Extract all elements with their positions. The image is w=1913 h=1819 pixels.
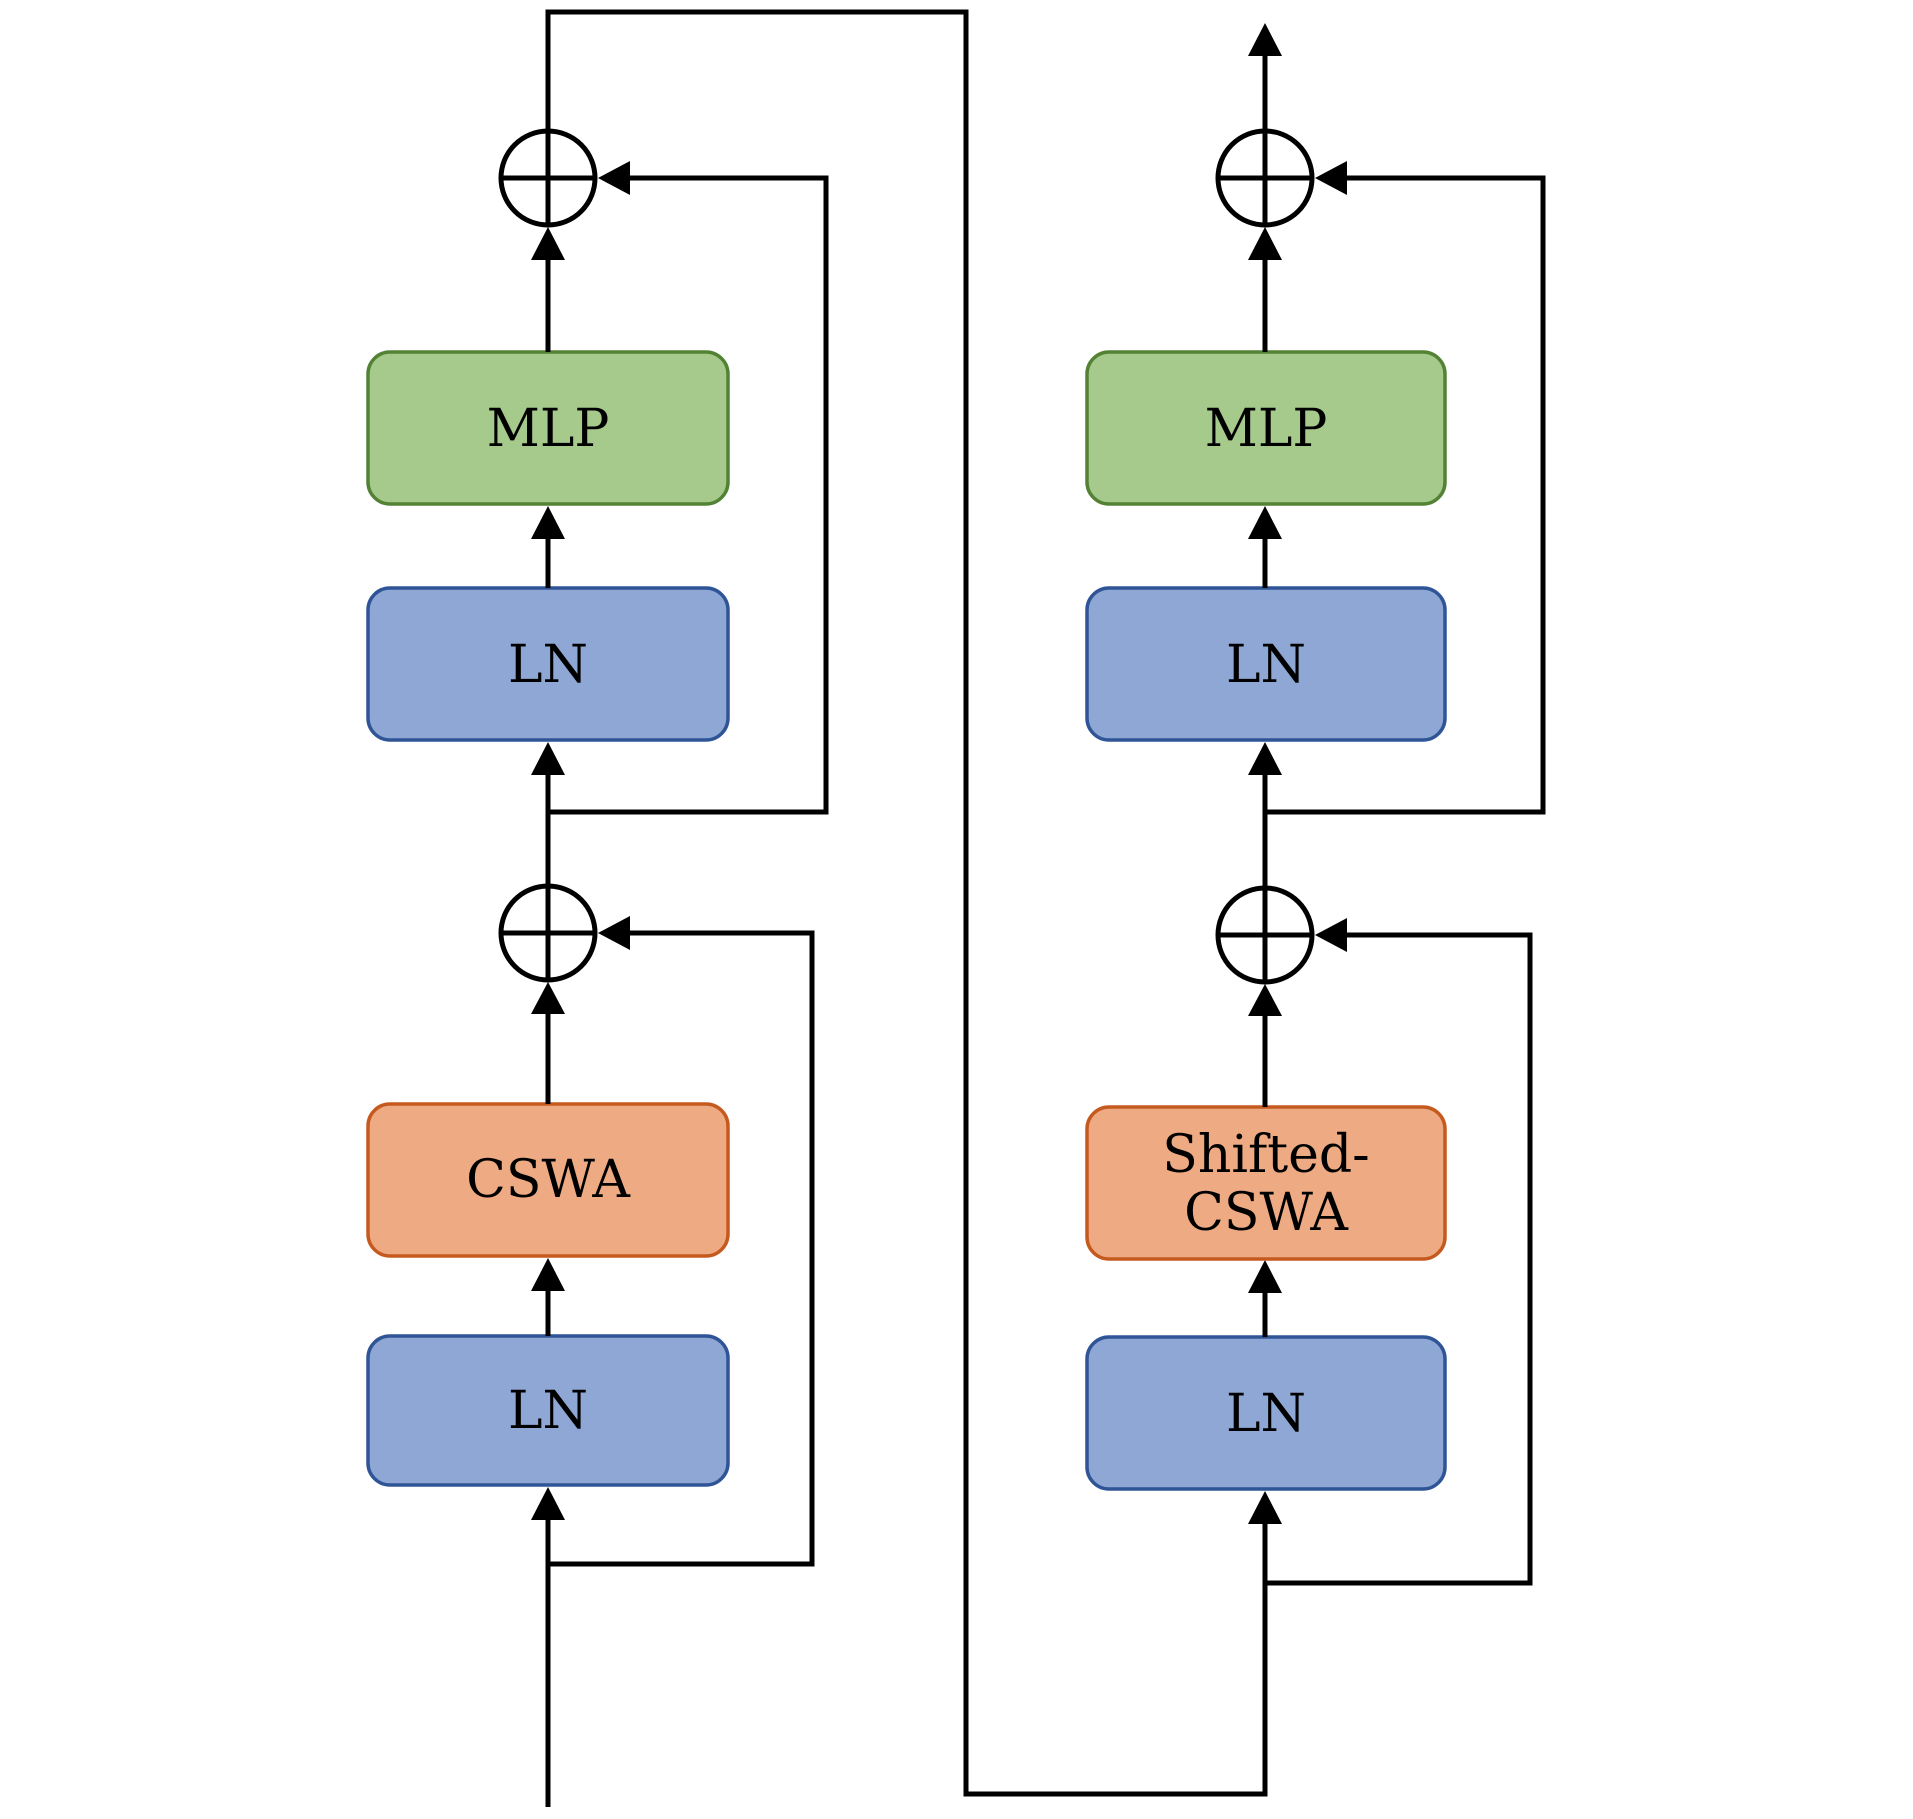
output-arrow — [1248, 23, 1282, 56]
left-residual-1-wire — [548, 930, 815, 1567]
left-residual-2-wire — [548, 175, 829, 815]
left-ln2-label: LN — [508, 635, 588, 695]
arrow-into-right-adder-2 — [1248, 227, 1282, 260]
left-adder-1 — [498, 883, 598, 983]
left-ln1-label: LN — [508, 1381, 588, 1441]
arrow-into-right-ln1 — [1248, 1491, 1282, 1524]
arrow-into-left-adder-2 — [531, 227, 565, 260]
arrow-into-left-mlp — [531, 506, 565, 539]
right-attention-label-line1: Shifted- — [1162, 1125, 1370, 1185]
right-adder-2 — [1215, 128, 1315, 228]
right-residual-1-wire — [1265, 932, 1533, 1586]
left-block: LN CSWA LN MLP — [366, 128, 829, 1807]
right-ln2-label: LN — [1226, 635, 1306, 695]
right-ln1-label: LN — [1226, 1384, 1306, 1444]
left-attention-label: CSWA — [466, 1150, 631, 1210]
arrow-into-right-mlp — [1248, 506, 1282, 539]
arrow-into-left-adder-1 — [531, 982, 565, 1014]
arrow-into-left-ln1 — [531, 1487, 565, 1520]
arrow-into-right-adder-1 — [1248, 984, 1282, 1016]
arrow-into-left-ln2 — [531, 742, 565, 775]
arrow-into-right-ln2 — [1248, 742, 1282, 775]
left-mlp-label: MLP — [487, 399, 610, 459]
right-mlp-label: MLP — [1205, 399, 1328, 459]
inter-block-connector-wire — [545, 9, 1268, 1797]
arrow-into-right-adder-1-side — [1315, 918, 1347, 952]
arrow-into-left-adder-2-side — [598, 161, 630, 195]
arrow-into-left-adder-1-side — [598, 916, 630, 950]
right-block: LN Shifted- CSWA LN MLP — [1085, 23, 1546, 1586]
arrow-into-right-adder-2-side — [1315, 161, 1347, 195]
left-adder-2 — [498, 128, 598, 228]
arrow-into-left-attention — [531, 1258, 565, 1291]
right-residual-2-wire — [1265, 175, 1546, 815]
arrow-into-right-attention — [1248, 1260, 1282, 1293]
right-attention-label-line2: CSWA — [1184, 1183, 1349, 1243]
right-adder-1 — [1215, 885, 1315, 985]
